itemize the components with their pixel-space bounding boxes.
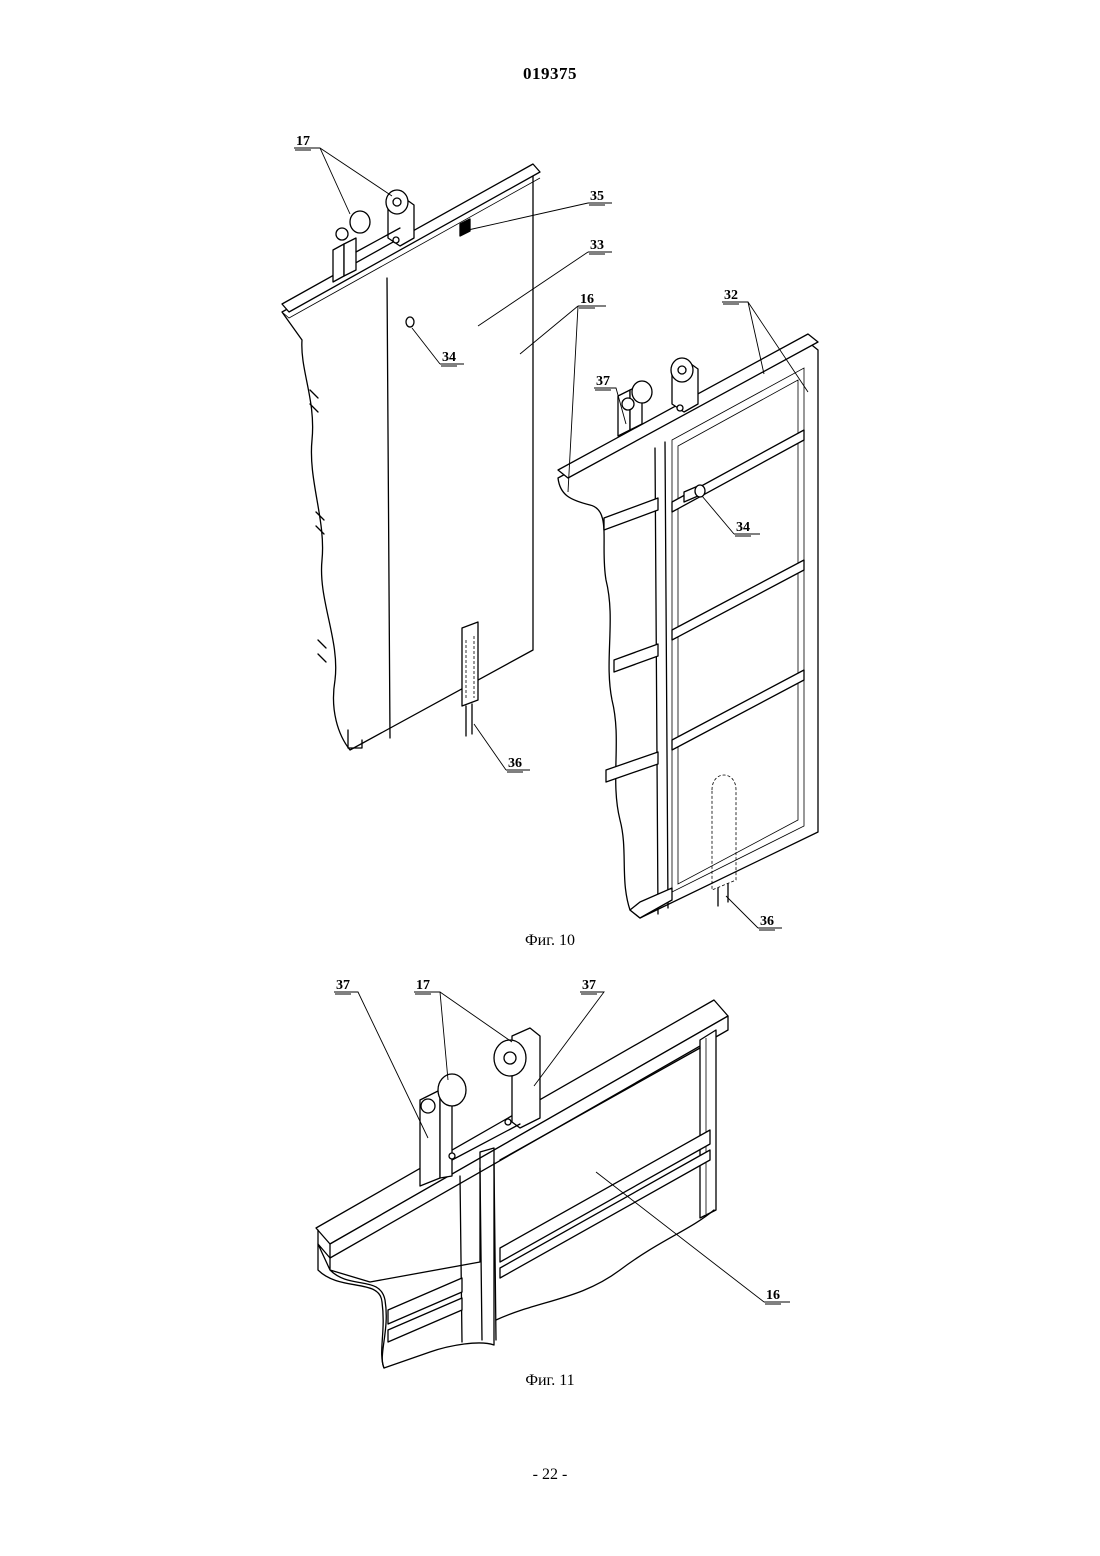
fig11-frame-detail (316, 1000, 728, 1368)
label-32: 32 (724, 288, 738, 303)
figure-caption-11: Фиг. 11 (450, 1372, 650, 1390)
figure-caption-10: Фиг. 10 (450, 932, 650, 950)
label-34-left: 34 (442, 350, 456, 365)
label-17: 17 (416, 978, 430, 993)
label-37-left: 37 (336, 978, 350, 993)
label-35: 35 (590, 189, 604, 204)
label-16: 16 (766, 1288, 780, 1303)
label-37: 37 (596, 374, 610, 389)
fig10-sheet-panel (282, 164, 540, 750)
label-36-left: 36 (508, 756, 522, 771)
page-number: - 22 - (0, 1466, 1100, 1484)
fig10-frame-panel (558, 334, 818, 918)
label-37-right: 37 (582, 978, 596, 993)
label-33: 33 (590, 238, 604, 253)
label-36-right: 36 (760, 914, 774, 929)
label-16: 16 (580, 292, 594, 307)
label-17: 17 (296, 134, 310, 149)
label-34-right: 34 (736, 520, 750, 535)
